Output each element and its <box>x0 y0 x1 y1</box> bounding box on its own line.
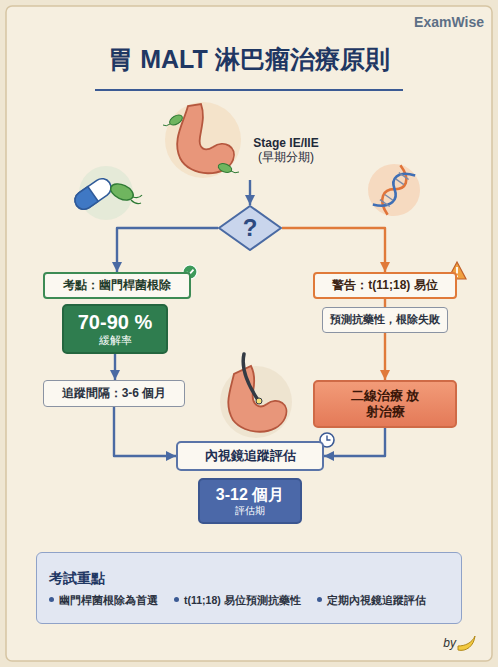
panel-heading: 考試重點 <box>49 570 105 587</box>
paper-frame <box>6 6 492 661</box>
signature: by <box>420 636 456 650</box>
stomach-shape <box>177 104 234 173</box>
dna-rung <box>396 179 404 185</box>
key-points-panel: 考試重點幽門桿菌根除為首選 t(11;18) 易位預測抗藥性 定期內視鏡追蹤評估 <box>36 552 462 624</box>
capsule <box>71 175 114 213</box>
flow-arrow <box>384 299 386 307</box>
capsule-half <box>71 187 98 213</box>
diamond-shape <box>219 206 281 250</box>
node-text: 追蹤間隔：3-6 個月 <box>62 386 167 400</box>
flow-arrow <box>117 228 218 272</box>
flagellum <box>163 124 170 126</box>
endoscope-tip <box>256 398 262 404</box>
flow-arrow <box>324 428 385 456</box>
flow-arrow <box>249 180 251 205</box>
bullet-row: 幽門桿菌根除為首選 t(11;18) 易位預測抗藥性 定期內視鏡追蹤評估 <box>49 594 426 607</box>
glow <box>220 366 292 438</box>
title-underline <box>95 89 403 91</box>
node-subtext: 評估期 <box>235 505 265 517</box>
capsule-body <box>71 175 114 213</box>
bullet-text: t(11;18) 易位預測抗藥性 <box>184 594 301 607</box>
node-text: 70-90 % <box>78 310 153 334</box>
second-line-box: 二線治療 放射治療 <box>313 380 457 428</box>
flow-arrow <box>282 228 385 272</box>
bullet-item: 幽門桿菌根除為首選 <box>49 594 158 607</box>
stage-label: Stage IE/IIE(早期分期) <box>160 98 330 180</box>
dna-rung <box>380 200 390 207</box>
node-text: Stage IE/IIE <box>253 136 318 150</box>
evaluation-period-box: 3-12 個月評估期 <box>198 478 302 524</box>
bullet-dot <box>49 597 54 602</box>
banana-icon <box>458 636 475 650</box>
dna-rung <box>399 173 409 180</box>
node-text: ? <box>243 214 258 243</box>
exam-point-box: 考點：幽門桿菌根除 <box>43 272 191 299</box>
node-text: 考點：幽門桿菌根除 <box>63 278 171 292</box>
stomach-illustration <box>163 102 241 178</box>
brand-watermark: ExamWise <box>380 14 484 31</box>
glow <box>165 102 241 178</box>
banana-shape <box>458 636 475 650</box>
endoscope-tube <box>243 354 258 400</box>
flagellum <box>131 195 142 204</box>
bullet-text: 定期內視鏡追蹤評估 <box>327 594 426 607</box>
dna-icon <box>358 154 430 226</box>
node-subtext: 緩解率 <box>99 334 132 347</box>
node-text: 預測抗藥性，根除失敗 <box>330 313 440 326</box>
clock-hands <box>327 436 331 441</box>
bullet-item: t(11;18) 易位預測抗藥性 <box>174 594 301 607</box>
antibiotic-icon <box>71 166 142 220</box>
node-text: 二線治療 放射治療 <box>345 388 425 419</box>
bullet-dot <box>317 597 322 602</box>
flow-arrow <box>384 333 386 380</box>
dna-strand <box>373 165 415 215</box>
follow-up-box: 追蹤間隔：3-6 個月 <box>43 380 185 407</box>
resistance-box: 預測抗藥性，根除失敗 <box>322 307 448 333</box>
endoscopy-illustration <box>220 354 292 438</box>
dna-strand <box>373 165 415 215</box>
bacterium <box>217 162 233 174</box>
node-subtext: (早期分期) <box>258 150 314 164</box>
stomach-shape <box>228 366 286 432</box>
bullet-item: 定期內視鏡追蹤評估 <box>317 594 426 607</box>
glow <box>358 154 430 226</box>
remission-rate-box: 70-90 %緩解率 <box>62 304 168 354</box>
node-text: 內視鏡追蹤評估 <box>205 448 296 464</box>
decision-diamond: ? <box>218 205 282 251</box>
flagellum <box>231 171 239 173</box>
flow-arrow <box>114 354 116 380</box>
node-text: 警告：t(11;18) 易位 <box>332 278 437 292</box>
dna-rung <box>385 195 393 201</box>
node-text: 3-12 個月 <box>216 485 284 504</box>
warning-box: 警告：t(11;18) 易位 <box>313 272 457 299</box>
bacterium <box>168 113 184 127</box>
warning-bar <box>456 267 458 274</box>
flow-arrow <box>114 407 176 456</box>
bullet-dot <box>174 597 179 602</box>
endoscopy-box: 內視鏡追蹤評估 <box>176 441 324 471</box>
bullet-text: 幽門桿菌根除為首選 <box>59 594 158 607</box>
diagram-title: 胃 MALT 淋巴瘤治療原則 <box>20 44 478 74</box>
